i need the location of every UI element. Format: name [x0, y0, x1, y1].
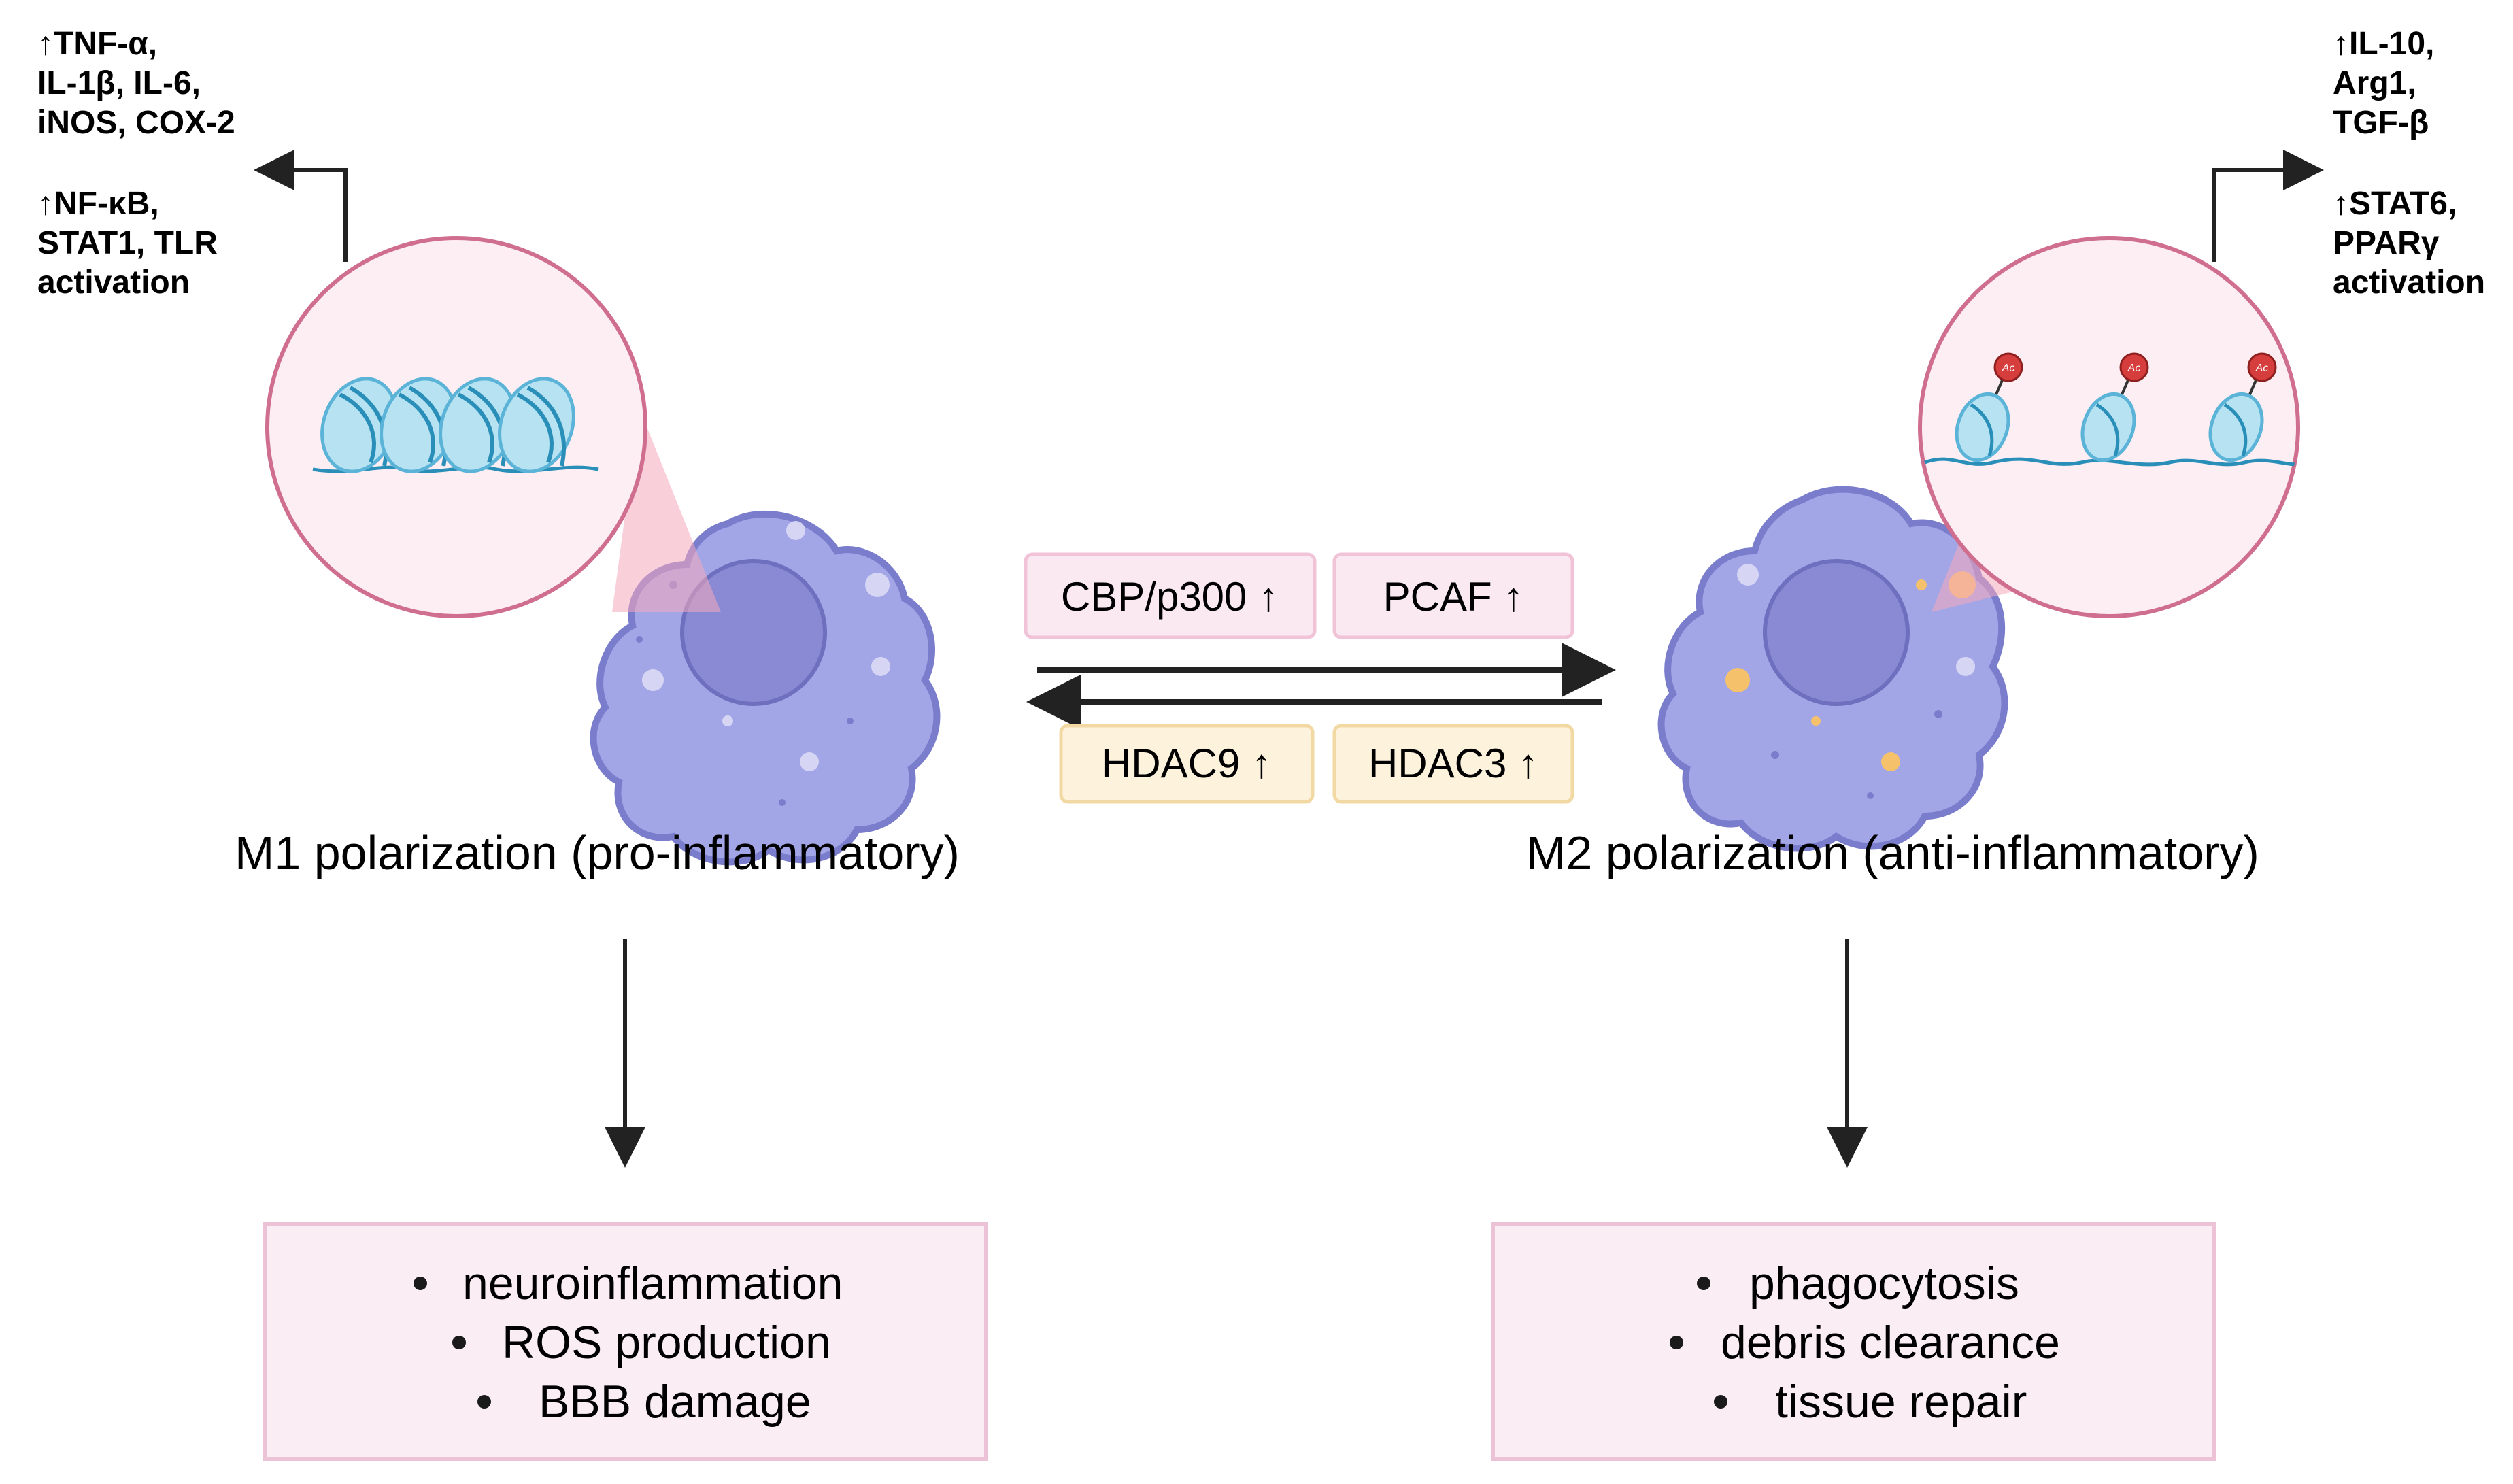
m1-outcome-3: BBB damage [539, 1376, 811, 1428]
m1-outcome-box [263, 1222, 988, 1461]
m2-cytokines-line-2: Arg1, [2333, 65, 2416, 101]
m1-nucleus [680, 559, 827, 706]
bullet [477, 1395, 491, 1409]
m1-cytokines-line-2: IL-1β, IL-6, [37, 65, 201, 101]
acetyl-mark-icon [2119, 352, 2149, 382]
m2-expression-arrow [2212, 150, 2324, 262]
hat-label-pcaf: PCAF ↑ [1383, 574, 1524, 620]
hdac-box-hdac9 [1059, 724, 1315, 804]
m1-cytokines-line-3: iNOS, COX-2 [37, 105, 235, 141]
m2-chromatin-zoom: Ac Ac Ac [1918, 236, 2300, 618]
m1-pathways-line-2: STAT1, TLR [37, 225, 218, 261]
hdac-label-hdac3: HDAC3 ↑ [1368, 741, 1538, 786]
hat-box-pcaf [1332, 552, 1574, 639]
acetyl-mark-icon [2247, 352, 2277, 382]
nucleosome-1: Ac [1955, 352, 2023, 462]
acetyl-label: Ac [2255, 362, 2269, 374]
hat-label-cbp-p300: CBP/p300 ↑ [1061, 574, 1279, 620]
m2-cytokines-line-3: TGF-β [2333, 105, 2429, 141]
m2-title: M2 polarization (anti-inflammatory) [1526, 826, 2259, 879]
m2-outcome-1: phagocytosis [1749, 1258, 2019, 1309]
acetyl-mark-icon [1993, 352, 2023, 382]
bullet [1670, 1336, 1683, 1349]
m1-pathways-line-3: activation [37, 265, 190, 301]
acetyl-label: Ac [2002, 362, 2015, 374]
hdac-box-hdac3 [1332, 724, 1574, 804]
m1-expression-arrow [254, 150, 348, 262]
m1-chromatin-zoom [265, 236, 647, 618]
m2-outcome-3: tissue repair [1775, 1376, 2027, 1428]
m1-outcome-1: neuroinflammation [462, 1258, 843, 1309]
bullet [1697, 1277, 1710, 1290]
open-chromatin-icon: Ac Ac Ac [1924, 352, 2298, 467]
m2-pathways-line-3: activation [2333, 265, 2485, 301]
m2-microglia-cell [1657, 486, 2008, 852]
acetyl-label: Ac [2127, 362, 2141, 374]
m2-pathways-line-2: PPARγ [2333, 225, 2440, 261]
m2-pathways-line-1: ↑STAT6, [2333, 186, 2457, 222]
hdac-label-hdac9: HDAC9 ↑ [1102, 741, 1272, 786]
bullet [414, 1277, 427, 1290]
m2-outcome-2: debris clearance [1721, 1317, 2060, 1368]
bullet [1714, 1395, 1727, 1409]
m1-pathways-line-1: ↑NF-κB, [37, 186, 159, 222]
m2-outcome-box [1491, 1222, 2216, 1461]
m2-cytokines-line-1: ↑IL-10, [2333, 26, 2434, 62]
bullet [452, 1336, 466, 1349]
m1-cytokines-line-1: ↑TNF-α, [37, 26, 157, 62]
nucleosome-2: Ac [2080, 352, 2149, 462]
nucleosome-3: Ac [2208, 352, 2277, 462]
m2-nucleus [1763, 559, 1910, 706]
condensed-chromatin-icon [312, 377, 599, 473]
hat-box-cbp-p300 [1024, 552, 1317, 639]
m1-outcome-2: ROS production [502, 1317, 831, 1368]
m1-title: M1 polarization (pro-inflammatory) [235, 826, 960, 879]
